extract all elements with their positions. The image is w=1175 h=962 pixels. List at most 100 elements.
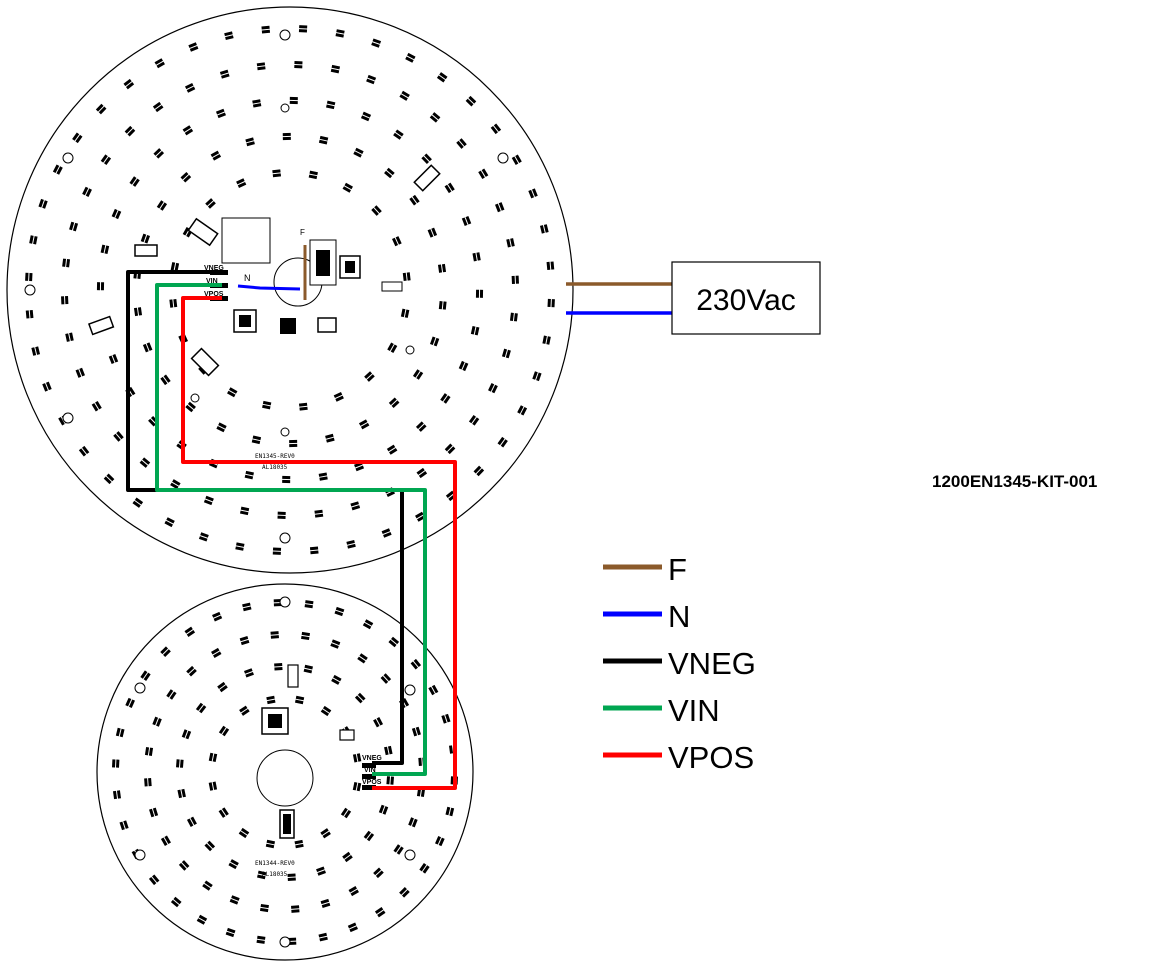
led-footprint [75,367,85,378]
component-pt [134,244,158,257]
led-footprint [374,907,386,918]
led-footprint [342,851,353,863]
led-footprint [542,335,551,345]
led-footprint [256,935,266,944]
led-footprint [304,600,314,609]
led-footprint [96,282,105,291]
led-footprint [119,820,129,831]
led-footprint [350,501,361,511]
small-board-label-bottom: AL18035 [262,871,288,878]
led-footprint [388,636,400,648]
wires [126,245,672,790]
led-footprint [373,867,384,879]
mounting-hole [134,849,146,861]
led-footprint [257,870,267,880]
led-footprint [318,472,328,481]
led-footprint [100,244,110,254]
led-footprint [177,788,186,799]
led-footprint [373,717,384,728]
led-footprint [353,147,364,158]
led-footprint [357,653,368,664]
led-footprint [393,844,404,855]
led-footprint [468,415,480,426]
led-footprint [218,725,230,737]
mounting-hole [280,427,290,437]
led-footprint [184,82,196,93]
led-footprint [320,898,331,908]
mounting-hole [280,103,290,113]
wire-label-f: F [300,228,305,237]
supply-box-label: 230Vac [696,284,796,317]
led-footprint [364,371,375,382]
led-footprint [427,227,438,238]
led-footprint [266,695,276,705]
led-footprint [224,31,234,41]
led-footprint [412,369,424,380]
wire-vin [155,283,427,776]
small-pcb-board: VNEG VIN VPOS EN1344-REV0 AL18035 [96,583,474,961]
led-footprint [325,433,335,443]
led-footprint [166,689,177,700]
pad-vneg [362,763,376,768]
led-footprint [184,626,196,637]
led-footprint [465,95,477,107]
led-footprint [282,132,291,141]
led-footprint [29,235,38,245]
led-footprint [316,866,326,876]
center-hole [256,749,314,807]
led-footprint [472,252,481,262]
led-footprint [235,542,245,551]
led-footprint [211,647,222,658]
led-footprint [251,435,262,445]
led-footprint [511,154,522,165]
led-footprint [178,860,190,871]
mounting-hole [62,412,74,424]
ic-u2-pad [239,315,251,327]
supply-box: 230Vac [671,261,821,335]
led-footprint [501,348,511,359]
led-footprint [245,137,255,147]
led-footprint [154,58,165,69]
led-footprint [208,781,218,791]
led-footprint [360,111,372,122]
led-footprint [186,816,197,827]
large-board-label-bottom: AL18035 [262,464,288,471]
led-footprint [204,840,216,852]
led-footprint [402,272,411,282]
led-footprint [298,25,308,33]
led-footprint [103,473,115,485]
led-footprint [186,665,197,677]
led-footprint [334,606,345,617]
led-footprint [386,444,398,455]
led-footprint [225,927,236,938]
led-footprint [152,101,164,113]
led-footprint [203,495,214,506]
led-footprint [218,807,229,818]
led-footprint [236,178,247,188]
led-footprint [411,726,421,737]
led-footprint [289,96,298,105]
led-footprint [371,38,382,48]
mounting-hole [279,936,291,948]
led-footprint [347,922,358,933]
small-board-label-top: EN1344-REV0 [255,860,295,867]
led-footprint [478,168,489,179]
led-footprint [294,695,305,705]
led-footprint [252,99,262,108]
led-footprint [149,807,159,818]
led-footprint [409,194,420,206]
led-footprint [289,439,298,448]
led-footprint [428,684,439,696]
led-footprint [354,692,366,704]
led-footprint [256,62,266,71]
led-footprint [202,880,213,891]
led-footprint [473,465,485,477]
led-footprint [294,61,303,69]
led-footprint [153,148,165,159]
led-footprint [528,188,538,199]
mounting-hole [404,684,416,696]
led-footprint [25,272,33,282]
led-footprint [490,123,502,135]
led-footprint [180,171,192,183]
led-footprint [388,397,400,409]
